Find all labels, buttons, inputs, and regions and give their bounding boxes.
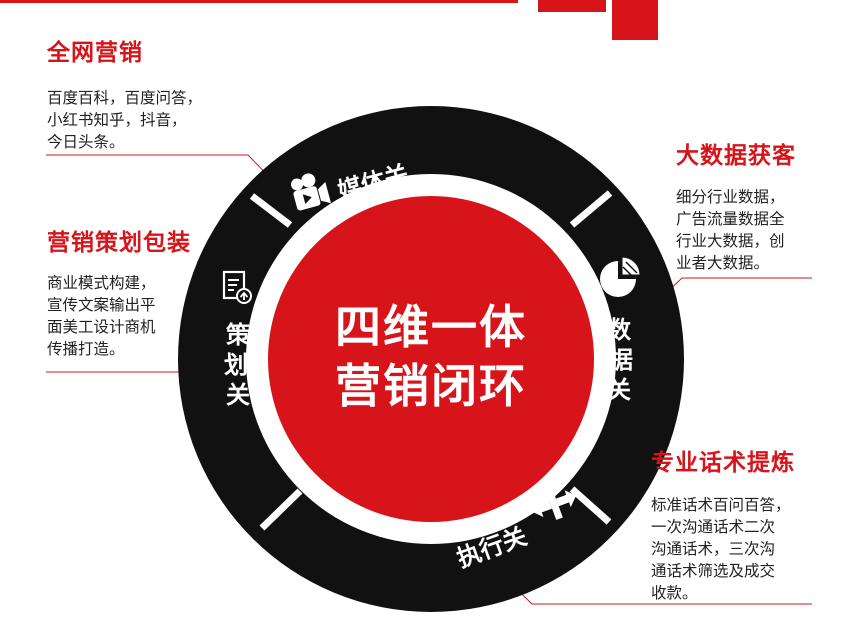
- corner-decoration-block: [612, 0, 658, 40]
- callout-title-network-marketing: 全网营销: [47, 40, 143, 66]
- center-title-line1: 四维一体: [335, 300, 527, 354]
- segment-strategy-char-2: 划: [224, 351, 248, 379]
- separator-top-left: [249, 193, 293, 228]
- top-accent-bar: [0, 0, 518, 3]
- video-camera-icon: [291, 173, 332, 211]
- split-arrows-icon: [531, 479, 577, 520]
- callout-title-packaging: 营销策划包装: [47, 230, 191, 256]
- separator-bottom-right: [569, 486, 612, 525]
- callout-title-sales-script: 专业话术提炼: [651, 450, 795, 476]
- separator-top-right: [569, 190, 613, 228]
- segment-strategy-char-3: 关: [226, 381, 250, 409]
- callout-desc-packaging: 商业模式构建， 宣传文案输出平 面美工设计商机 传播打造。: [47, 274, 156, 358]
- callout-desc-sales-script: 标准话术百问百答， 一次沟通话术二次 沟通话术，三次沟 通话术筛选及成交 收款。: [651, 496, 791, 602]
- segment-data-char-1: 数: [607, 316, 632, 344]
- callout-desc-big-data: 细分行业数据， 广告流量数据全 行业大数据，创 业者大数据。: [676, 188, 785, 272]
- corner-decoration: [538, 0, 606, 12]
- pie-chart-icon: [600, 256, 641, 297]
- callout-title-big-data: 大数据获客: [676, 143, 796, 169]
- callout-desc-network-marketing: 百度百科，百度问答， 小红书知乎，抖音， 今日头条。: [47, 89, 203, 151]
- segment-strategy-char-1: 策: [226, 321, 251, 349]
- separator-bottom-left: [259, 488, 303, 531]
- center-circle: [268, 196, 594, 522]
- leader-line-media: [46, 154, 283, 191]
- center-title-line2: 营销闭环: [335, 359, 527, 413]
- segment-data-char-3: 关: [607, 376, 631, 404]
- document-upload-icon: [222, 270, 252, 304]
- segment-data-char-2: 据: [609, 346, 633, 374]
- segment-data: 数 据 关: [600, 256, 641, 404]
- segment-strategy: 策 划 关: [222, 270, 252, 409]
